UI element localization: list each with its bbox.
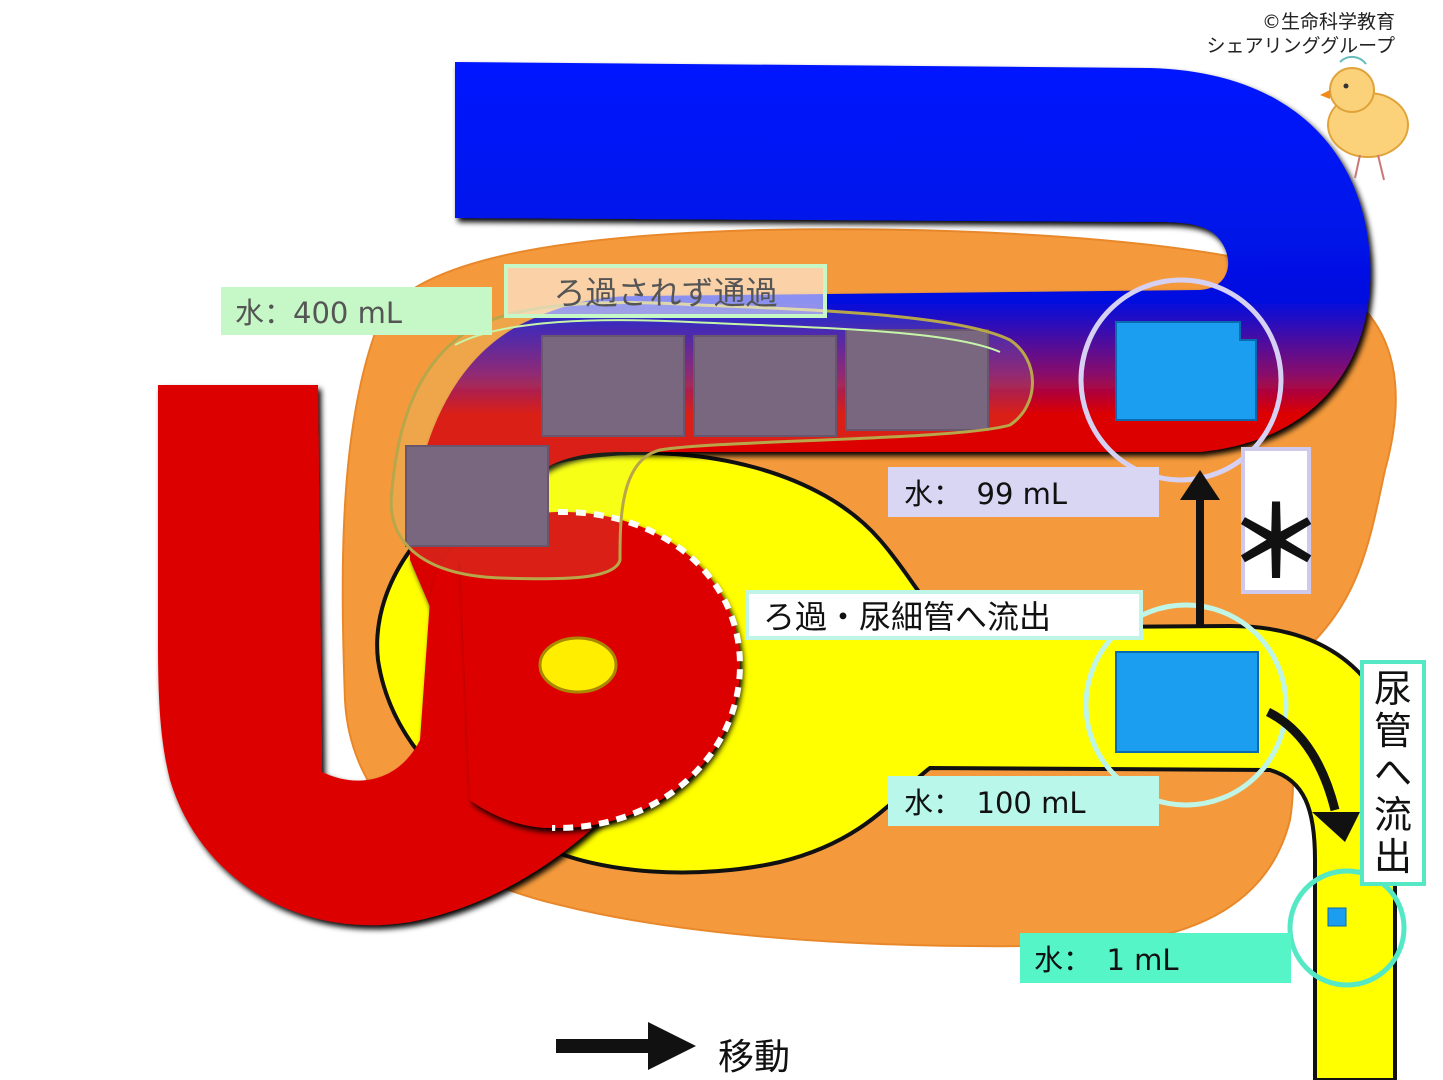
right-arrow-icon xyxy=(556,1022,696,1070)
water-block-urine xyxy=(1327,907,1347,927)
water-circle-tubule xyxy=(1083,602,1289,808)
glomerulus-lumen xyxy=(538,636,618,694)
unfiltered-region-outline-inner xyxy=(454,319,1001,353)
water-circle-vessel xyxy=(1078,277,1284,483)
vertical-char: 出 xyxy=(1373,835,1412,879)
copyright-line2: シェアリンググループ xyxy=(1206,35,1395,57)
reabsorption-arrow xyxy=(1180,470,1220,628)
copyright-line1: ©生命科学教育 xyxy=(1261,11,1395,33)
label-filtered-out: ろ過・尿細管へ流出 xyxy=(745,590,1143,640)
vertical-char: 流 xyxy=(1373,793,1412,837)
label-water-400: 水：400 mL xyxy=(221,287,492,335)
water-block-tubule xyxy=(1115,651,1259,753)
water-circle-urine xyxy=(1287,868,1407,988)
label-urine-outflow: 尿 管 へ 流 出 xyxy=(1360,660,1426,886)
vertical-char: 尿 xyxy=(1373,667,1412,711)
solute-block xyxy=(693,335,837,437)
solute-block xyxy=(845,329,989,431)
filtration-membrane xyxy=(551,508,744,832)
water-block-vessel xyxy=(1115,321,1257,421)
solute-block xyxy=(405,445,549,547)
label-water-100: 水： 100 mL xyxy=(888,776,1159,826)
solute-blocks xyxy=(405,329,989,547)
reabsorption-mark: ＊ xyxy=(1228,447,1324,599)
label-not-filtered: ろ過されず通過 xyxy=(504,264,827,318)
label-water-1: 水： 1 mL xyxy=(1020,933,1291,983)
vertical-char: へ xyxy=(1373,751,1412,795)
solute-block xyxy=(541,335,685,437)
vertical-char: 管 xyxy=(1373,709,1412,753)
label-water-99: 水： 99 mL xyxy=(888,467,1159,517)
urine-outflow-arrow xyxy=(1265,707,1360,842)
legend-move-label: 移動 xyxy=(718,1037,791,1078)
copyright-text: ©生命科学教育 シェアリンググループ xyxy=(1207,10,1395,58)
chick-icon xyxy=(1320,56,1409,181)
